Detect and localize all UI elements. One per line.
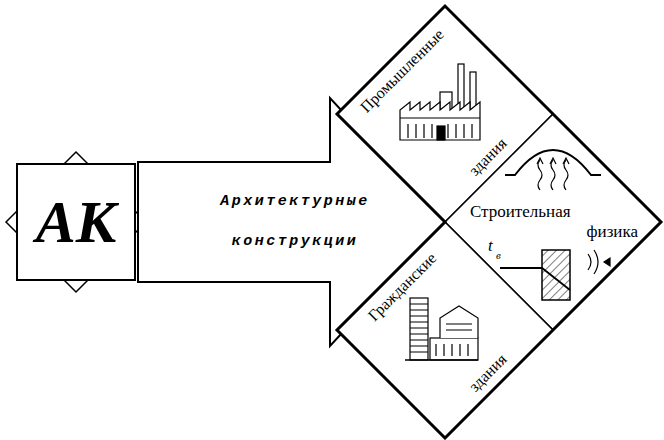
sound-receiver — [604, 258, 610, 266]
low-building — [430, 338, 478, 360]
ground-line — [405, 359, 478, 361]
temperature-subscript: в — [496, 249, 501, 261]
diamond-heading: Строительная физика — [470, 202, 638, 242]
pitched-building-floors — [446, 324, 472, 330]
wavy-arrow — [538, 160, 542, 190]
sound-waves — [588, 250, 598, 274]
tower-floors — [410, 304, 428, 352]
factory-illustration — [400, 64, 480, 140]
low-building-windows — [436, 344, 468, 356]
arrow-head — [550, 158, 556, 164]
logo-box: АК — [6, 152, 146, 292]
civil-buildings-illustration — [405, 298, 478, 360]
outer-outline — [337, 6, 661, 438]
diamond-outline — [337, 222, 553, 438]
arrow-head — [537, 158, 543, 164]
hall-gate — [437, 126, 445, 140]
arrow-title: Архитектурные конструкции — [188, 182, 403, 262]
logo-square — [17, 164, 135, 280]
logo-letters: АК — [36, 188, 117, 257]
wall-section — [542, 250, 570, 300]
chimney — [470, 72, 476, 110]
wavy-arrow — [564, 160, 568, 190]
logo-diamond — [6, 152, 146, 292]
wavy-arrow — [551, 160, 555, 190]
arrow-head — [563, 158, 569, 164]
sawtooth-roof-hall — [400, 102, 480, 140]
building-physics-illustration — [500, 150, 610, 300]
dome-section — [505, 150, 601, 175]
tower-building — [410, 298, 428, 360]
temperature-line — [500, 268, 570, 290]
temperature-symbol: t — [488, 236, 493, 256]
pitched-roof-building — [440, 306, 478, 338]
